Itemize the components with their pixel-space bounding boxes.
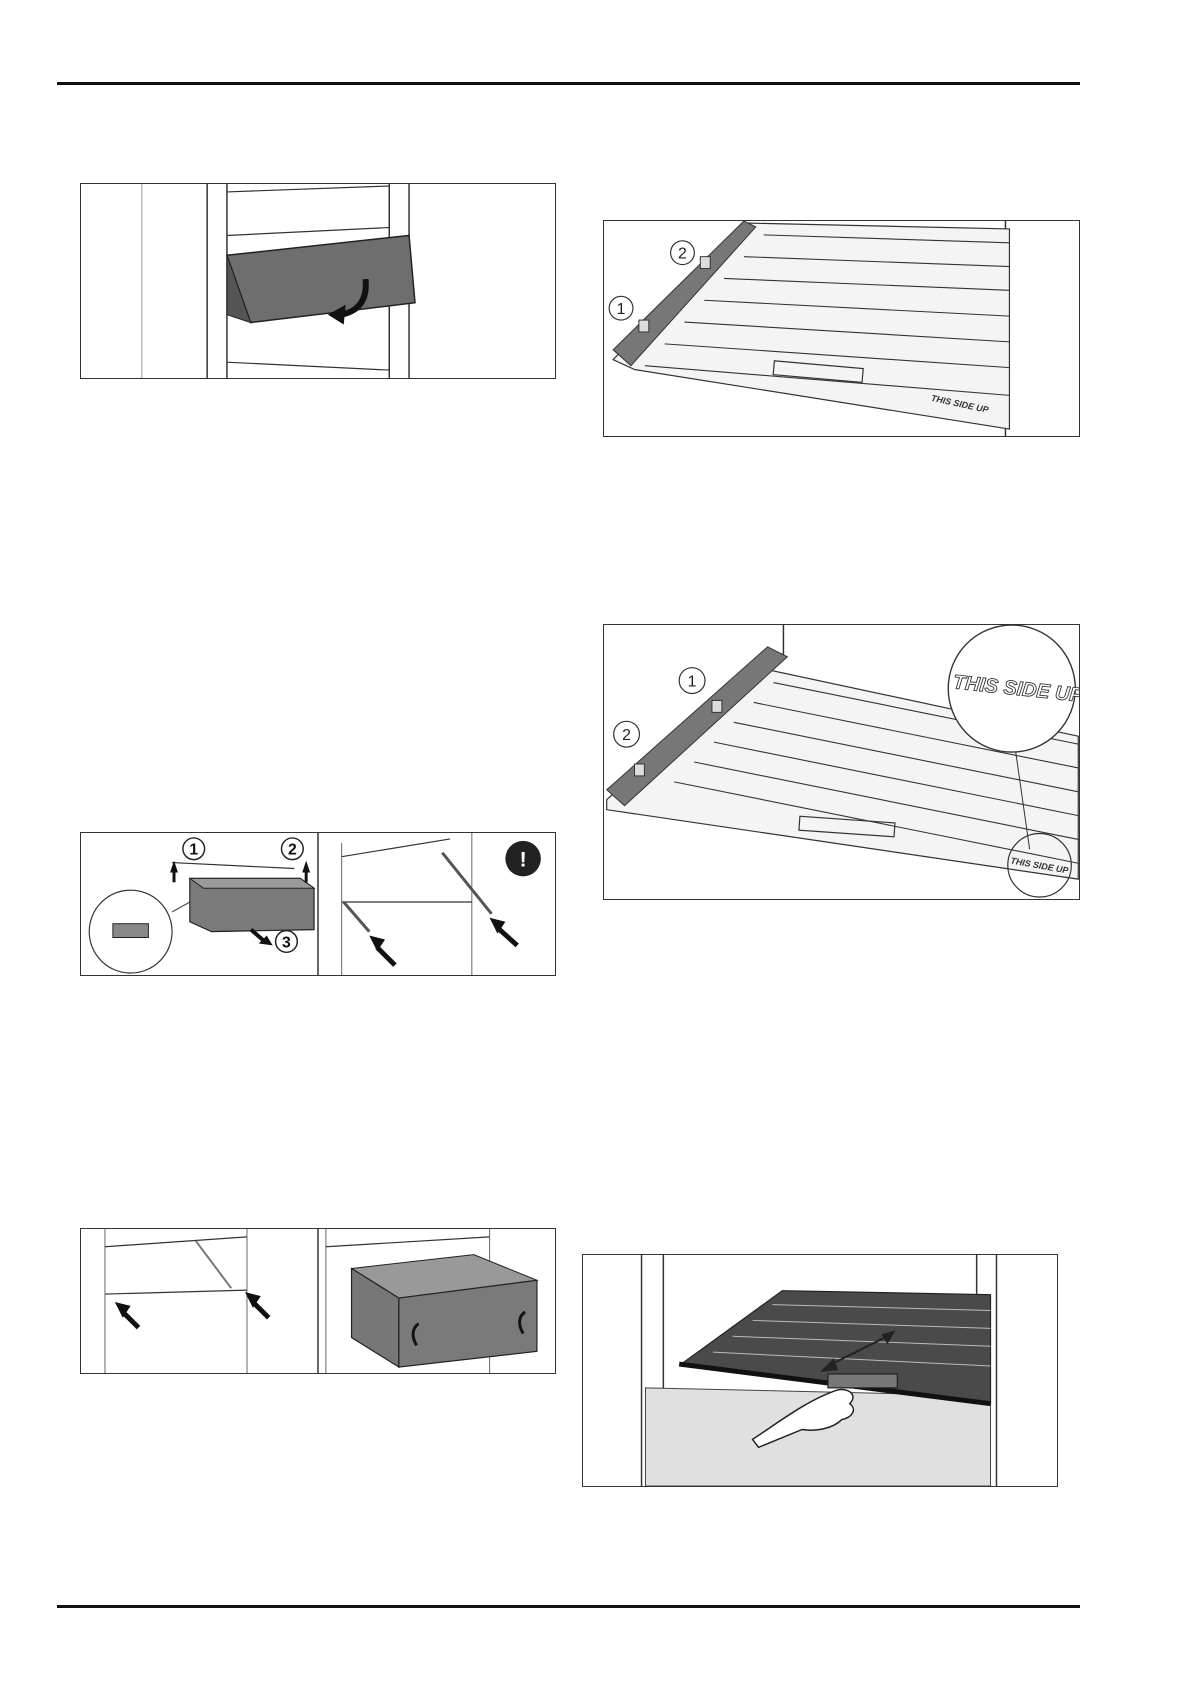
callout-2: 2 bbox=[678, 246, 687, 263]
callout-2: 2 bbox=[622, 727, 631, 744]
figure-shelf-cover-top: THIS SIDE UP 2 1 bbox=[603, 220, 1080, 437]
figure-drawer-tilt bbox=[80, 183, 556, 379]
footer-rule bbox=[57, 1605, 1080, 1608]
figure-shelf-slide bbox=[582, 1254, 1058, 1487]
figure-shelf-cover-magnified: THIS SIDE UP THIS SIDE UP 1 2 bbox=[603, 624, 1080, 900]
callout-1: 1 bbox=[688, 674, 697, 691]
figure-drawer-removal: 1 2 3 ! bbox=[80, 832, 556, 976]
figure-drawer-insert bbox=[80, 1228, 556, 1374]
drawer-insert-illustration bbox=[81, 1229, 555, 1373]
header-rule bbox=[57, 82, 1080, 85]
shelf-slide-illustration bbox=[583, 1255, 1057, 1486]
shelf-cover-top-illustration: THIS SIDE UP 2 1 bbox=[604, 221, 1079, 436]
step-callout-3: 3 bbox=[282, 934, 291, 951]
warning-icon: ! bbox=[519, 847, 526, 872]
shelf-cover-magnified-illustration: THIS SIDE UP THIS SIDE UP 1 2 bbox=[604, 625, 1079, 899]
callout-1: 1 bbox=[617, 301, 626, 318]
step-callout-1: 1 bbox=[189, 842, 198, 859]
step-callout-2: 2 bbox=[288, 842, 297, 859]
drawer-tilt-illustration bbox=[81, 184, 555, 378]
drawer-removal-illustration: 1 2 3 ! bbox=[81, 833, 555, 975]
